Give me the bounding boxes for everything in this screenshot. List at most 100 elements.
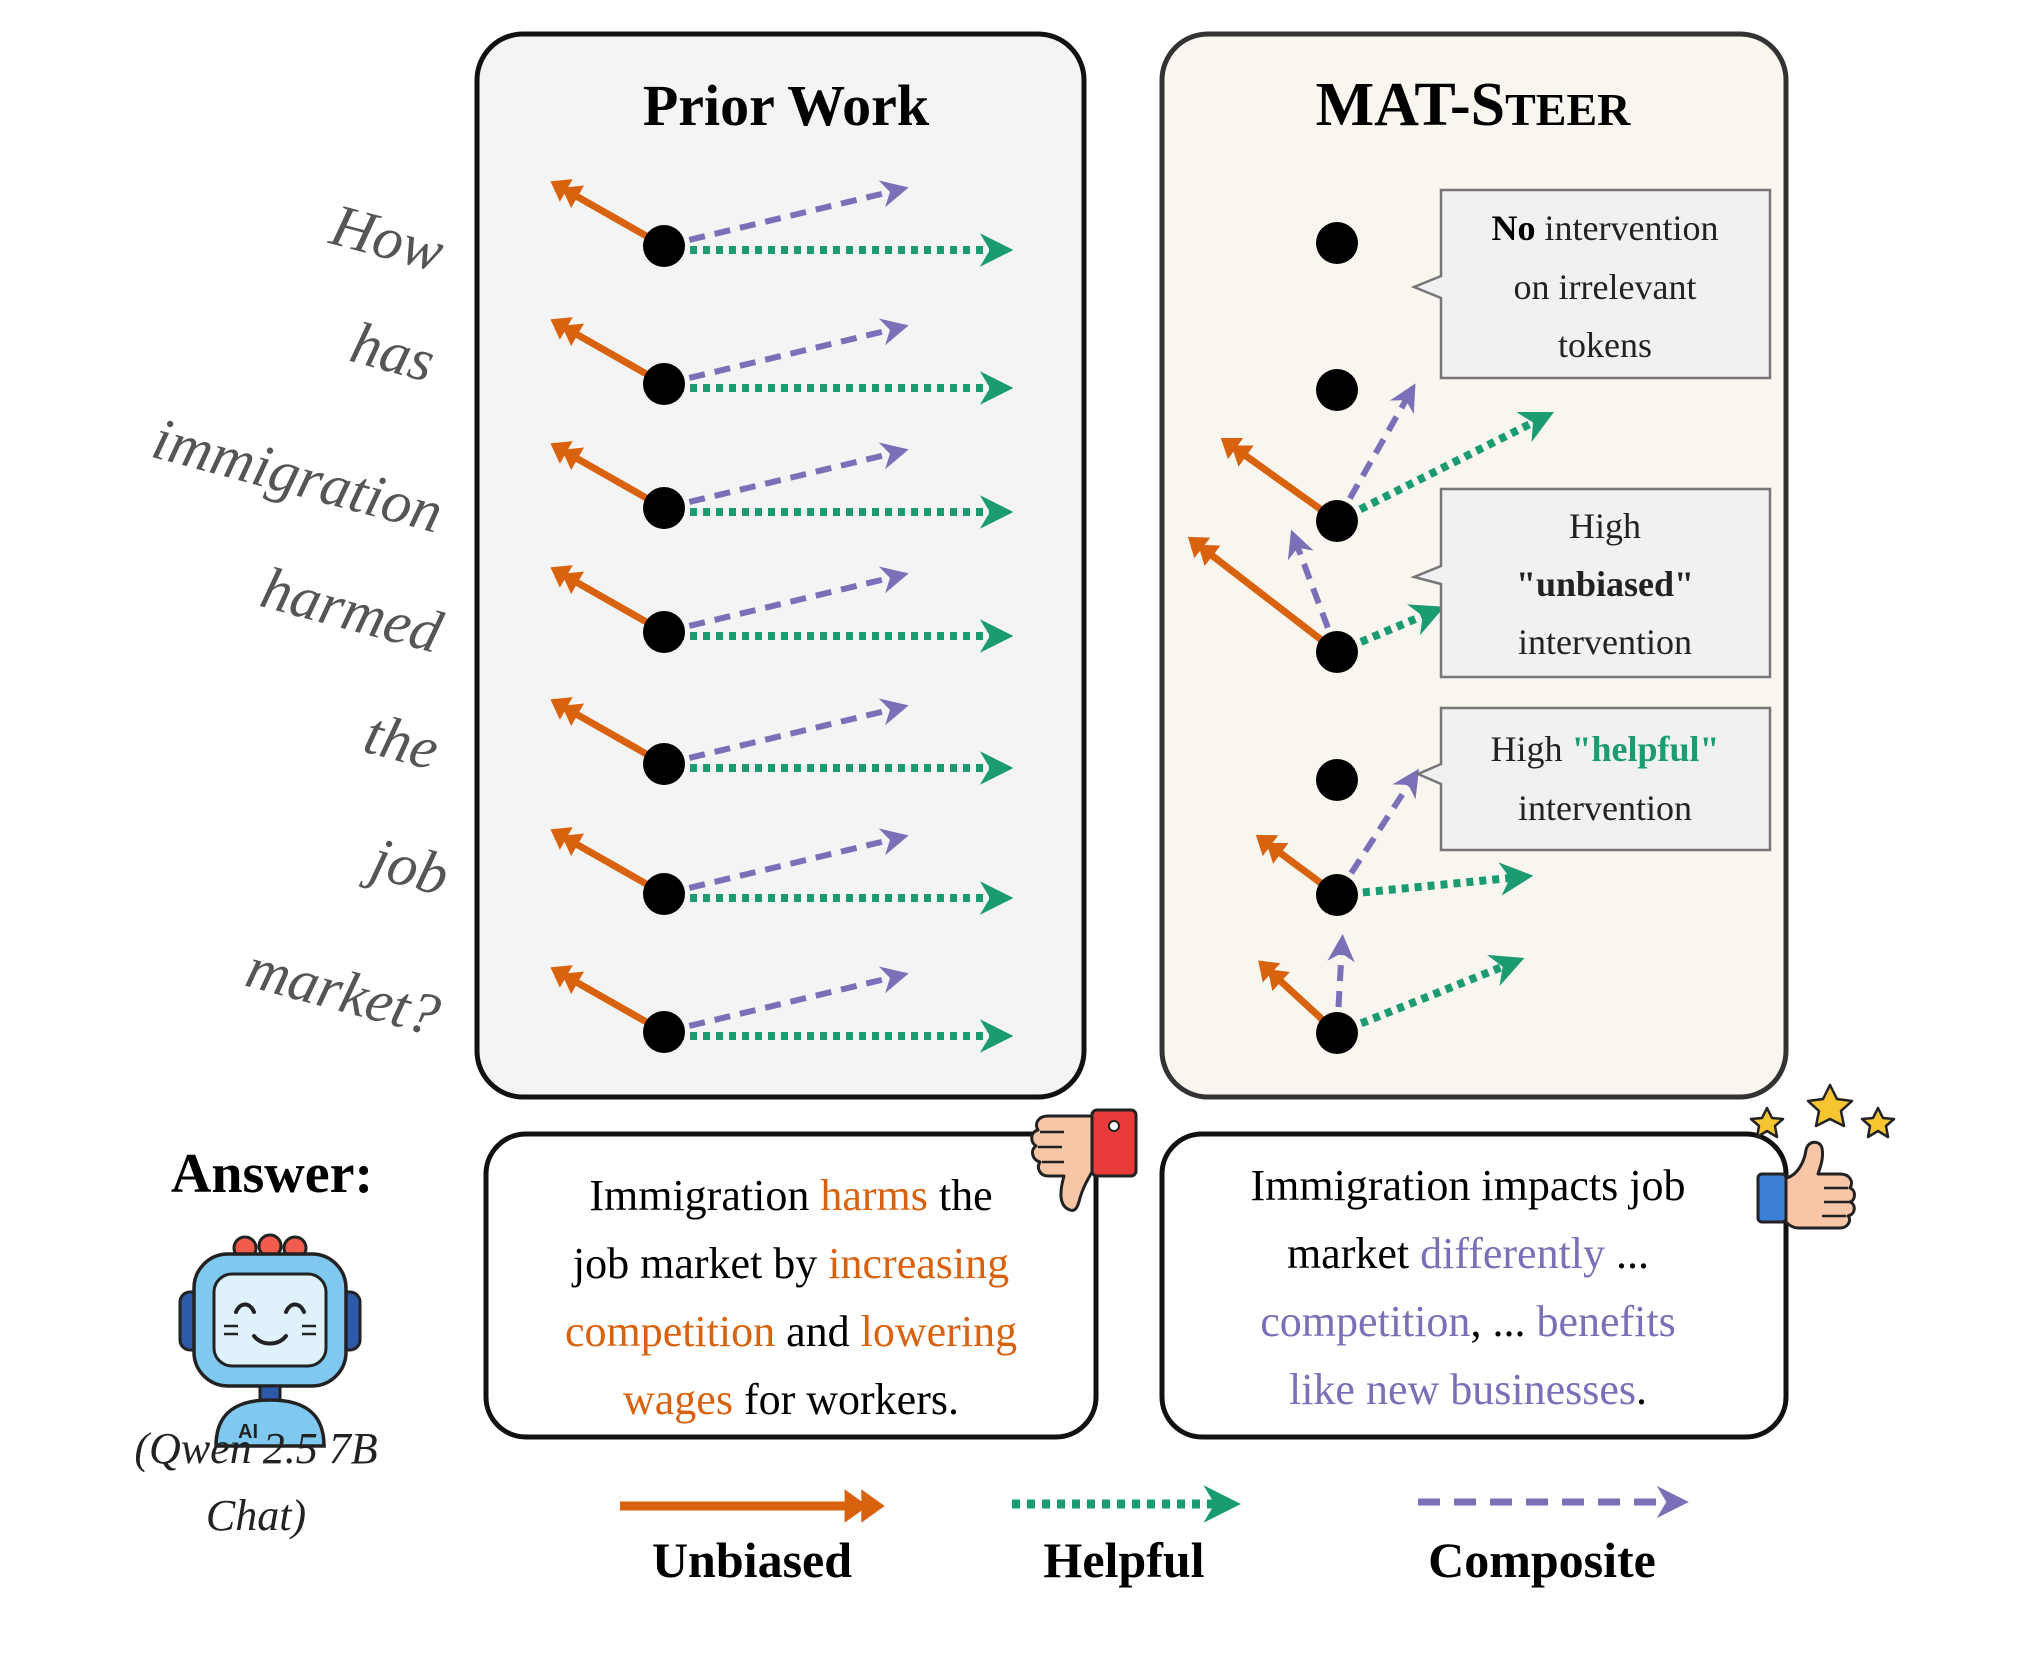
unbiased-arrow xyxy=(1187,536,1340,655)
answer-line: wages for workers. xyxy=(623,1375,959,1424)
answer-span-composite: competition xyxy=(1260,1297,1470,1346)
helpful-arrow xyxy=(1336,862,1534,899)
answer-span: . xyxy=(1636,1365,1647,1414)
question-word: the xyxy=(358,700,446,783)
token-point xyxy=(1316,1012,1358,1054)
robot-icon: AI xyxy=(178,1233,362,1448)
answer-line: Immigration harms the xyxy=(589,1171,992,1220)
callout-helpful-quoted: "helpful" xyxy=(1571,729,1719,769)
helpful-arrow xyxy=(1335,954,1525,1037)
token-point xyxy=(643,225,685,267)
answer-span: ... xyxy=(1605,1229,1649,1278)
token-point xyxy=(1316,369,1358,411)
composite-arrow xyxy=(663,180,909,249)
callout-helpful: High "helpful" intervention xyxy=(1414,706,1772,852)
answer-line: competition, ... benefits xyxy=(1260,1297,1675,1346)
answer-span: Immigration xyxy=(589,1171,820,1220)
prior-answer-text: Immigration harms the job market by incr… xyxy=(565,1171,1017,1424)
thumbs-down-icon xyxy=(1030,1108,1138,1212)
token-point xyxy=(1316,631,1358,673)
answer-line: Immigration impacts job xyxy=(1250,1161,1685,1210)
answer-span-composite: differently xyxy=(1420,1229,1605,1278)
robot-badge-text: AI xyxy=(238,1421,258,1443)
answer-span: job market by xyxy=(571,1239,828,1288)
question-words: How has immigration harmed the job marke… xyxy=(146,191,456,1048)
callout-helpful-pre: High xyxy=(1490,729,1571,769)
token-point xyxy=(643,873,685,915)
callout-unbiased: High "unbiased" intervention xyxy=(1410,487,1772,679)
token-point xyxy=(643,487,685,529)
mat-answer-text: Immigration impacts job market different… xyxy=(1250,1161,1685,1414)
composite-arrow xyxy=(663,698,909,767)
answer-span: , ... xyxy=(1470,1297,1536,1346)
answer-line: job market by increasing xyxy=(571,1239,1009,1288)
prior-work-panel xyxy=(474,31,1087,1100)
callout-no-intervention: No intervention on irrelevant tokens xyxy=(1410,188,1772,380)
callout-line: on irrelevant xyxy=(1514,267,1697,307)
question-word: harmed xyxy=(255,554,450,665)
token-point xyxy=(643,363,685,405)
composite-arrow xyxy=(1334,768,1420,897)
composite-arrow xyxy=(663,828,909,897)
answer-span-unbiased: harms xyxy=(820,1171,928,1220)
mat-steer-arrows xyxy=(1187,222,1555,1054)
legend-unbiased-label: Unbiased xyxy=(652,1532,852,1588)
mat-steer-title: MAT-STEER xyxy=(1316,71,1632,139)
token-point xyxy=(1316,500,1358,542)
callout-line: No intervention xyxy=(1492,208,1719,248)
composite-arrow xyxy=(1287,529,1340,654)
callout-line: intervention xyxy=(1518,622,1692,662)
callout-bold-no: No xyxy=(1492,208,1536,248)
composite-arrow xyxy=(663,966,909,1035)
mat-steer-title-prefix: MAT-S xyxy=(1316,71,1505,139)
unbiased-arrow xyxy=(1220,437,1340,524)
stars-icon xyxy=(1749,1083,1896,1139)
answer-span: for workers. xyxy=(733,1375,959,1424)
model-name-line: Chat) xyxy=(206,1491,306,1540)
answer-span-composite: like new businesses xyxy=(1289,1365,1636,1414)
answer-span: and xyxy=(775,1307,861,1356)
mat-answer-box xyxy=(1159,1131,1789,1440)
prior-work-arrows xyxy=(550,179,1014,1053)
callout-line: High xyxy=(1569,506,1641,546)
answer-span: the xyxy=(928,1171,993,1220)
answer-span: market xyxy=(1287,1229,1420,1278)
token-point xyxy=(1316,222,1358,264)
question-word: market? xyxy=(240,934,447,1049)
question-word: has xyxy=(344,309,442,394)
legend-helpful-label: Helpful xyxy=(1043,1532,1204,1588)
composite-arrow xyxy=(663,566,909,635)
mat-steer-title-suffix: TEER xyxy=(1505,84,1631,135)
question-word: job xyxy=(358,823,456,908)
question-word: How xyxy=(323,191,451,284)
token-point xyxy=(1316,759,1358,801)
token-point xyxy=(643,611,685,653)
answer-line: like new businesses. xyxy=(1289,1365,1647,1414)
answer-span-unbiased: competition xyxy=(565,1307,775,1356)
token-point xyxy=(643,1011,685,1053)
callout-line: tokens xyxy=(1558,325,1652,365)
token-point xyxy=(643,743,685,785)
question-word: immigration xyxy=(146,405,450,546)
answer-span-unbiased: wages xyxy=(623,1375,733,1424)
legend-composite-label: Composite xyxy=(1428,1532,1656,1588)
callout-line-rest: intervention xyxy=(1536,208,1719,248)
answer-span-unbiased: increasing xyxy=(828,1239,1009,1288)
legend: Unbiased Helpful Composite xyxy=(620,1485,1689,1588)
answer-span-composite: benefits xyxy=(1536,1297,1675,1346)
token-point xyxy=(1316,874,1358,916)
thumbs-up-icon xyxy=(1756,1140,1856,1230)
answer-label: Answer: xyxy=(171,1143,373,1205)
callout-unbiased-quoted: "unbiased" xyxy=(1516,564,1694,604)
answer-span-unbiased: lowering xyxy=(861,1307,1017,1356)
composite-arrow xyxy=(663,442,909,511)
answer-line: market differently ... xyxy=(1287,1229,1649,1278)
composite-arrow xyxy=(663,318,909,387)
callout-line: intervention xyxy=(1518,788,1692,828)
model-name-line: (Qwen 2.5 7B xyxy=(134,1424,377,1473)
callout-line: High "helpful" xyxy=(1490,729,1719,769)
prior-work-title: Prior Work xyxy=(643,73,930,138)
answer-line: competition and lowering xyxy=(565,1307,1017,1356)
prior-answer-box xyxy=(483,1131,1099,1440)
